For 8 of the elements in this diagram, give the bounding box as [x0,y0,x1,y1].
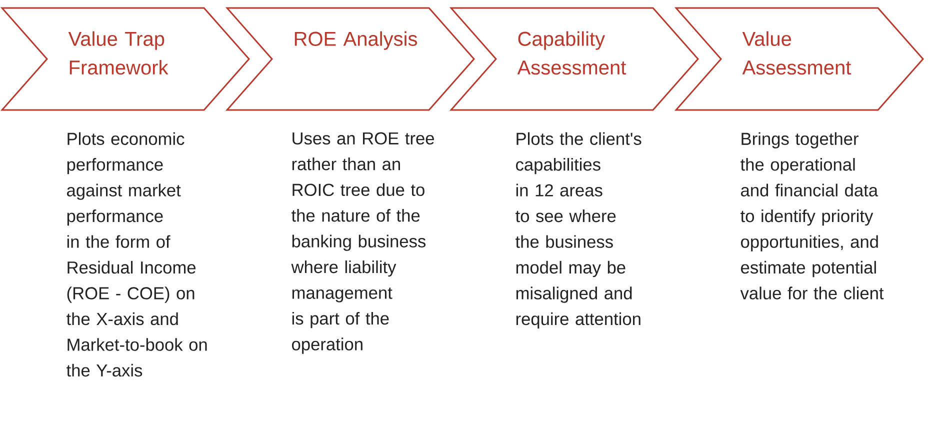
process-step-box: Capability Assessment [449,7,699,111]
description-text: Plots economic performance against market performance in the form of Residual Income (ROE - COE) on the X-axis and Market-to-book on the Y-axis [66,132,207,377]
process-step-box: Value Trap Framework [0,7,250,111]
description-text: Uses an ROE tree rather than an ROIC tree due to the nature of the banking business where liability management is part of the operation [291,132,434,354]
description-text: Brings together the operational and financial data to identify priority opportunities, and estimate potential value for the client [740,132,884,300]
process-step-box: ROE Analysis [225,7,475,111]
process-step-box: Value Assessment [674,7,924,111]
description-text: Plots the client's capabilities in 12 areas to see where the business model may be misaligned and require attention [516,132,642,329]
